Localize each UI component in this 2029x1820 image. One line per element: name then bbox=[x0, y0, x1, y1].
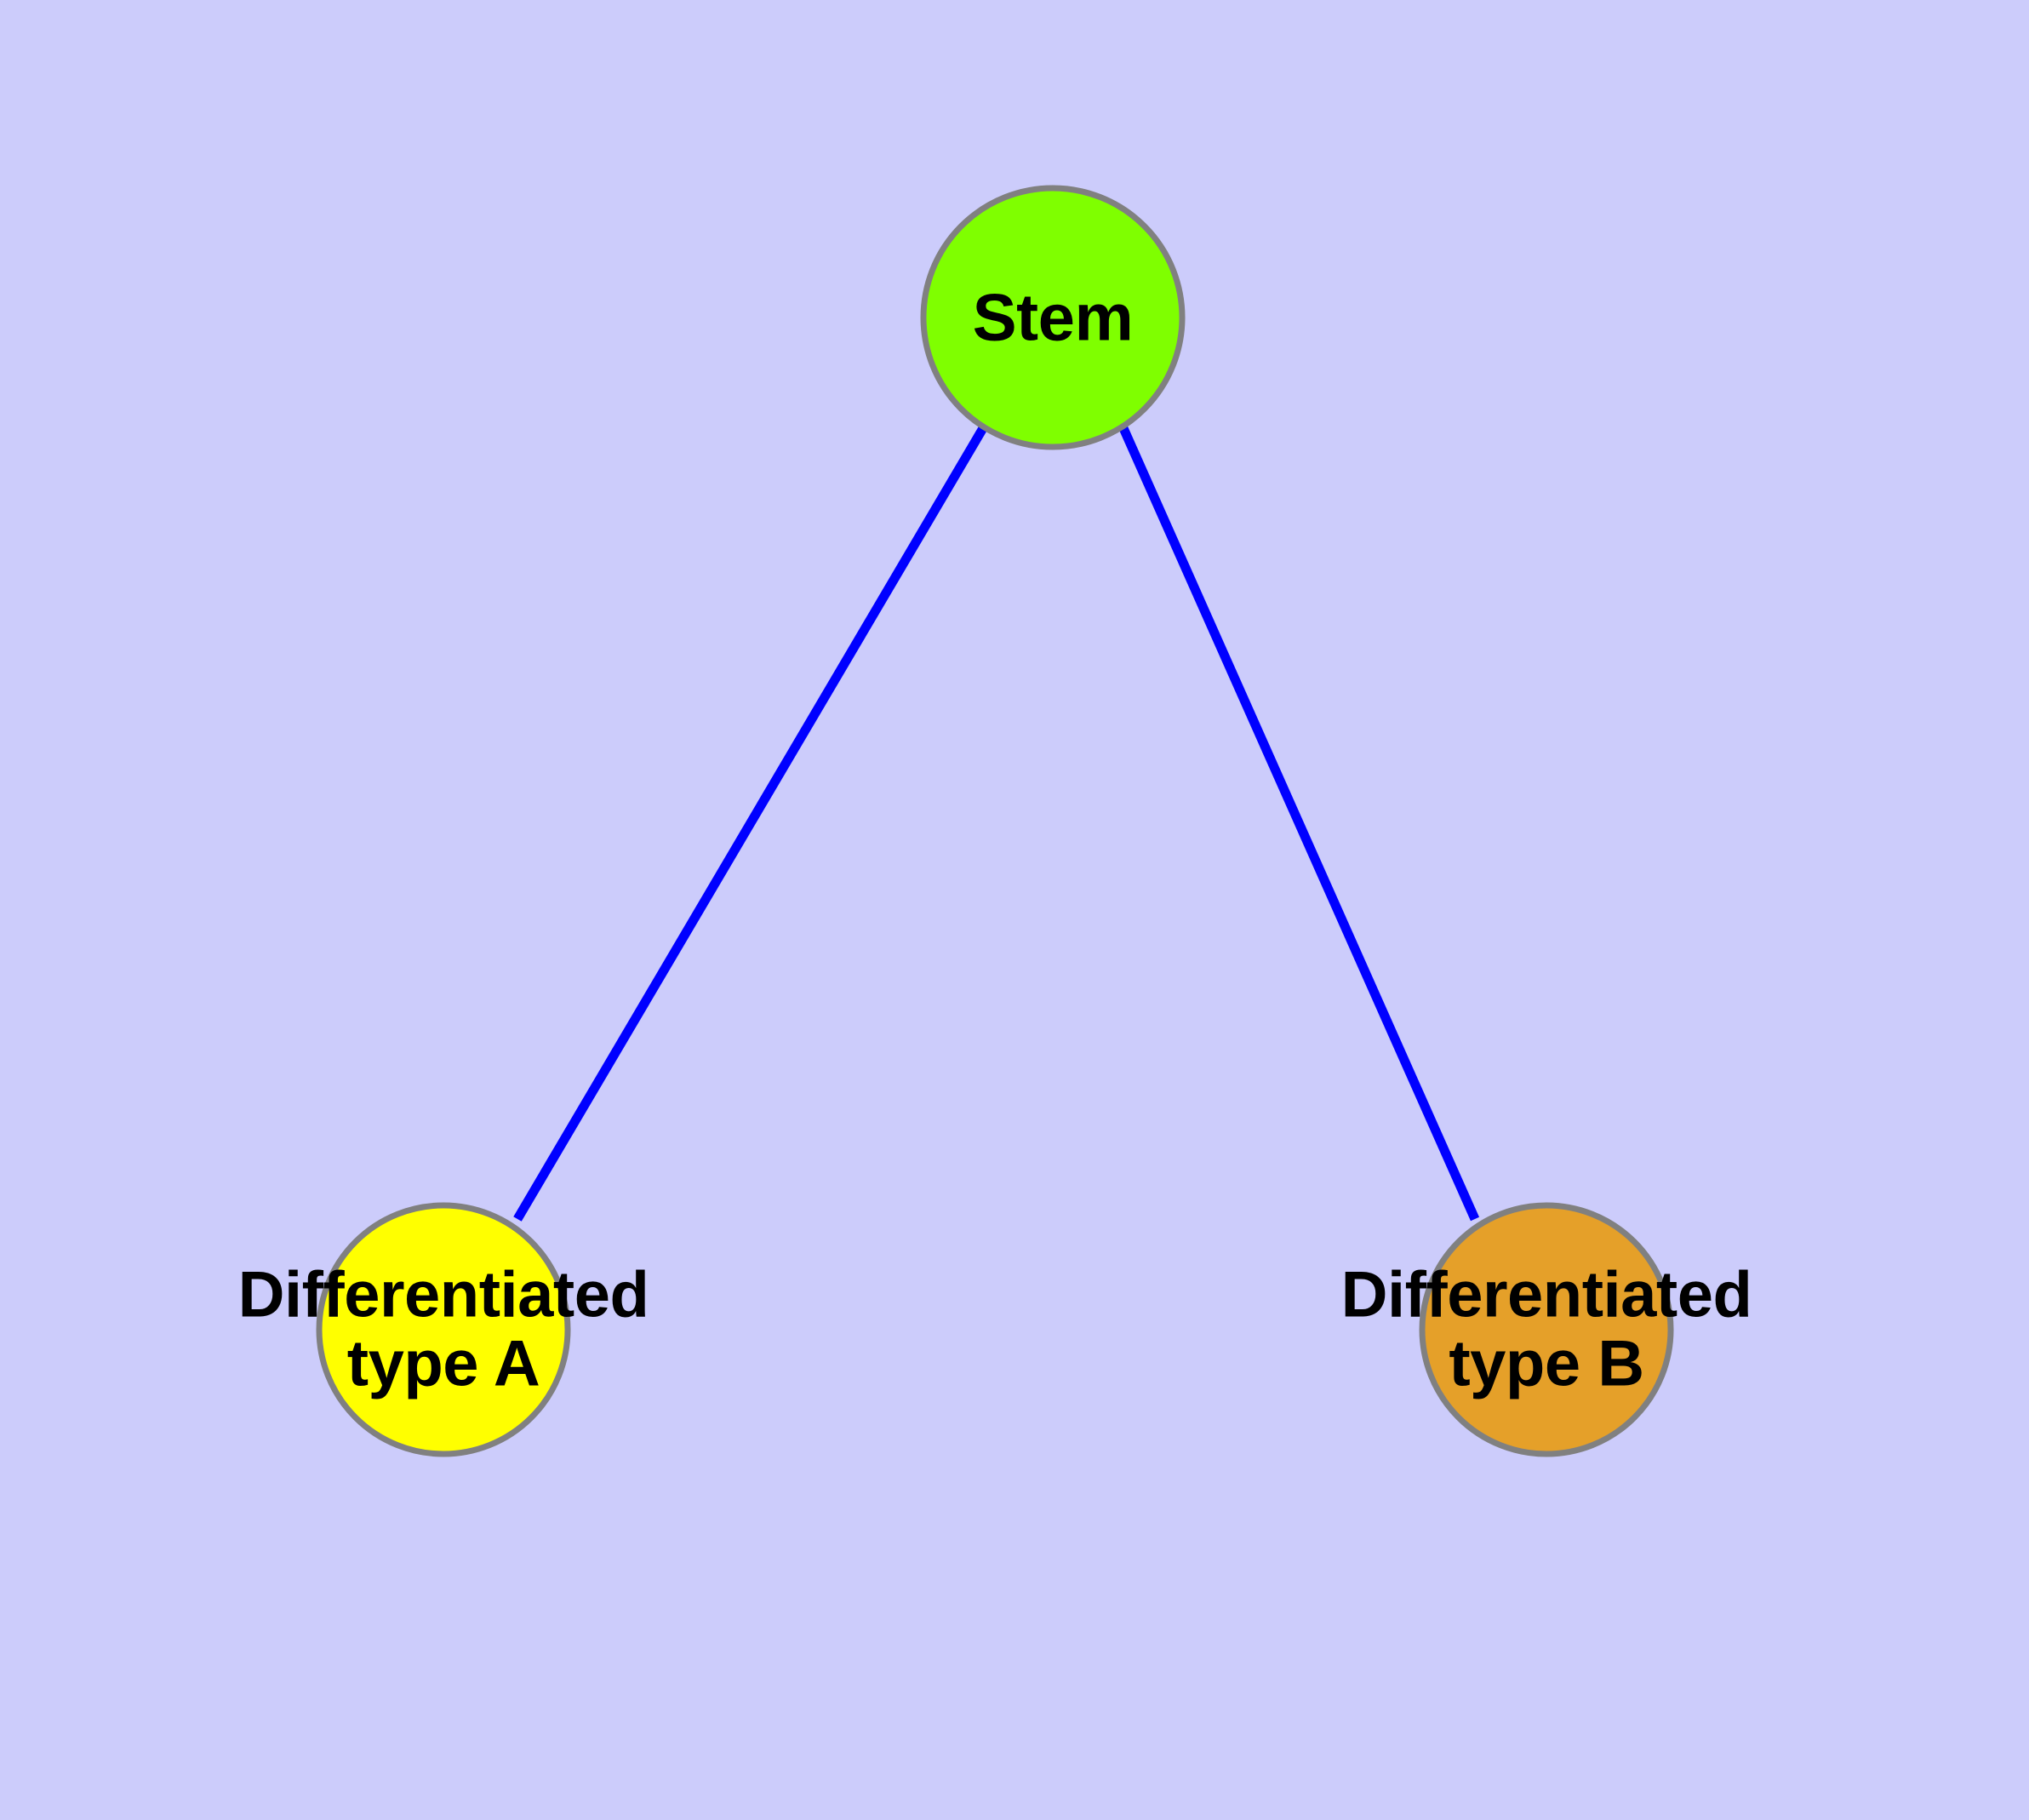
nodes-group bbox=[316, 185, 1674, 1457]
edge-stem-to-diff-a bbox=[513, 426, 987, 1222]
node-differentiated-type-b[interactable] bbox=[1419, 1202, 1674, 1457]
node-stem[interactable] bbox=[920, 185, 1186, 450]
node-differentiated-type-a[interactable] bbox=[316, 1202, 571, 1457]
edges-group bbox=[513, 426, 1480, 1222]
edge-stem-to-diff-b bbox=[1118, 426, 1480, 1222]
